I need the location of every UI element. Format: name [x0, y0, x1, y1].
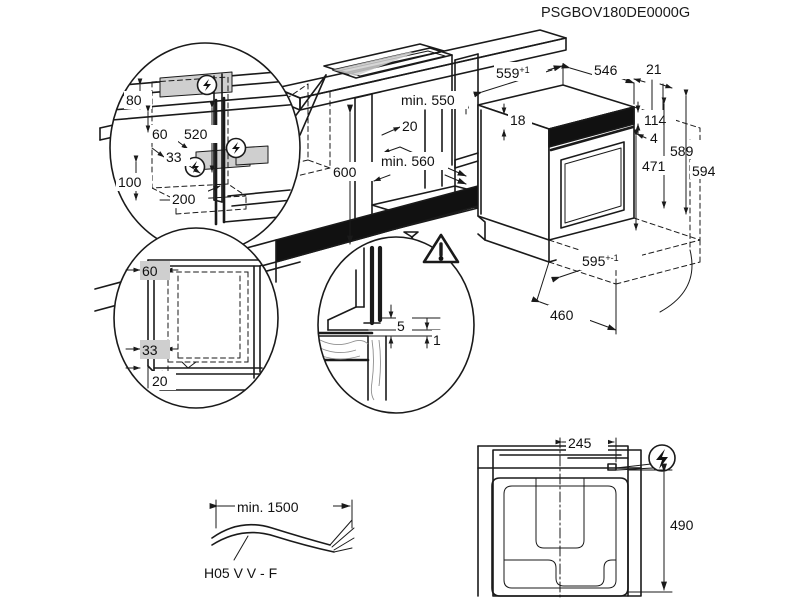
electrical-bolt-icon: [196, 74, 218, 96]
dim-oven-559: 559+1: [473, 62, 564, 101]
dim-33: 33: [151, 147, 201, 174]
dim-rear-245: 245: [555, 432, 617, 463]
document-code: PSGBOV180DE0000G: [541, 5, 690, 21]
dim-label-4: 4: [650, 130, 658, 146]
detail-circle-outline: [113, 227, 279, 409]
dim-label-min560: min. 560: [381, 153, 435, 169]
dim-label-600: 600: [333, 164, 357, 180]
dim-niche-height-600: 600: [331, 104, 375, 245]
dim-gap-5: 5: [388, 304, 412, 334]
dim-label-base-60: 60: [142, 263, 158, 279]
dim-label-594: 594: [692, 163, 716, 179]
dim-520: 520: [182, 101, 218, 173]
dim-gap-1: 1: [424, 317, 446, 349]
dim-label-490: 490: [670, 517, 694, 533]
dim-100: 100: [116, 155, 152, 201]
detail-circle-worktop-gap: 5 1: [317, 233, 475, 414]
dim-label-20: 20: [402, 118, 418, 134]
dim-label-520: 520: [184, 126, 208, 142]
oven-perspective-group: [454, 84, 701, 313]
cable-type-label: H05 V V - F: [204, 565, 277, 581]
dim-label-460: 460: [550, 307, 574, 323]
warning-triangle-icon: [422, 233, 460, 264]
dim-label-cable-length: min. 1500: [237, 499, 299, 515]
dim-label-5: 5: [397, 318, 405, 334]
dim-label-245: 245: [568, 435, 592, 451]
dim-oven-595: 595+-1: [551, 250, 642, 283]
dim-base-20: 20: [125, 365, 176, 390]
dim-oven-471: 471: [633, 129, 680, 231]
dim-label-595: 595+-1: [582, 253, 619, 269]
dim-shelf-20: 20: [381, 117, 422, 154]
dim-label-base-33: 33: [142, 342, 158, 358]
dim-label-21: 21: [646, 61, 662, 77]
dim-80: 80: [124, 78, 152, 110]
detail-circle-socket-position: 80 60 520 33: [109, 42, 301, 254]
dim-oven-546: 546: [561, 60, 635, 105]
dim-oven-21: 21: [633, 59, 673, 119]
dim-base-60: 60: [125, 261, 179, 280]
detail-circle-base-clearance: 60 33 20: [113, 227, 279, 409]
dim-oven-594: 594: [683, 89, 732, 215]
dim-oven-18: 18: [501, 103, 532, 141]
dim-label-100: 100: [118, 174, 142, 190]
dim-rear-490: 490: [627, 463, 712, 593]
oven-rear-view-group: 245 490: [477, 432, 712, 600]
dim-200: 200: [159, 185, 221, 208]
dim-label-33: 33: [166, 149, 182, 165]
dim-base-33: 33: [125, 340, 179, 359]
detail-circle-outline: [317, 236, 475, 414]
dim-oven-114: 114: [635, 101, 676, 135]
dim-oven-4: 4: [636, 128, 664, 147]
dim-label-471: 471: [642, 158, 666, 174]
dim-label-18: 18: [510, 112, 526, 128]
dim-label-546: 546: [594, 62, 618, 78]
dim-label-60: 60: [152, 126, 168, 142]
dim-label-114: 114: [644, 112, 667, 128]
dim-niche-width-min560: min. 560: [373, 152, 467, 185]
electrical-bolt-icon: [225, 137, 247, 159]
dim-label-80: 80: [126, 92, 142, 108]
dim-label-200: 200: [172, 191, 196, 207]
dim-oven-460: 460: [531, 261, 617, 335]
dim-label-base-20: 20: [152, 373, 168, 389]
cable-spec-group: min. 1500 H05 V V - F: [204, 496, 355, 581]
dim-60: 60: [145, 105, 189, 150]
dim-label-min550: min. 550: [401, 92, 455, 108]
electrical-bolt-icon: [648, 444, 676, 472]
dim-niche-depth-min550: min. 550: [399, 91, 469, 177]
dim-label-559: 559+1: [496, 65, 530, 81]
dim-label-1: 1: [433, 332, 441, 348]
